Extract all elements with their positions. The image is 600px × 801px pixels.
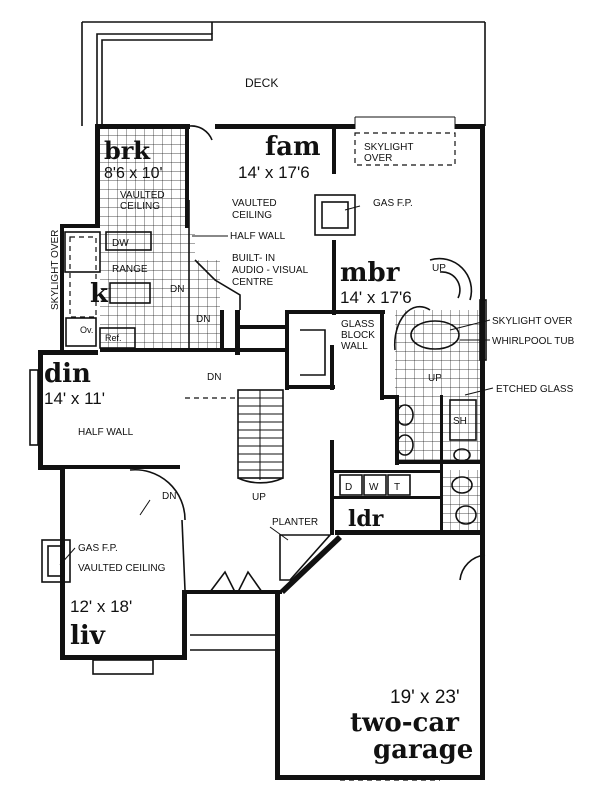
direction-arrows xyxy=(59,205,494,566)
built-in-2: AUDIO - VISUAL xyxy=(232,265,309,276)
gas-fp-liv: GAS F.P. xyxy=(78,543,118,554)
half-wall-din: HALF WALL xyxy=(78,427,134,438)
mbr-size: 14' x 17'6 xyxy=(340,288,412,307)
k-name: k xyxy=(90,279,109,309)
tiled-floors xyxy=(100,128,480,532)
planter-label: PLANTER xyxy=(272,517,318,528)
liv-name: liv xyxy=(70,621,106,651)
up-bath: UP xyxy=(428,373,442,384)
half-wall-fam: HALF WALL xyxy=(230,231,286,242)
laundry-w: W xyxy=(369,482,379,493)
interior-walls xyxy=(60,128,480,535)
main-stairs xyxy=(237,389,284,484)
garage-size: 19' x 23' xyxy=(390,687,460,708)
dw-label: DW xyxy=(112,238,129,249)
laundry-t: T xyxy=(394,482,400,493)
ldr-name: ldr xyxy=(348,506,384,532)
dn-kitchen: DN xyxy=(170,284,184,295)
skylight-side: SKYLIGHT OVER xyxy=(50,230,61,310)
brk-size: 8'6 x 10' xyxy=(104,165,163,182)
skylight-bath: SKYLIGHT OVER xyxy=(492,316,572,327)
garage-name-2: garage xyxy=(373,735,473,765)
din-size: 14' x 11' xyxy=(44,389,105,408)
glass-block-1: GLASS xyxy=(341,319,375,330)
deck xyxy=(81,21,486,126)
dn-liv: DN xyxy=(162,491,176,502)
up-mbr: UP xyxy=(432,263,446,274)
ov-label: Ov. xyxy=(80,325,93,335)
garage-name-1: two-car xyxy=(350,708,459,738)
fam-size: 14' x 17'6 xyxy=(238,163,310,182)
din-name: din xyxy=(44,359,91,389)
glass-block-2: BLOCK xyxy=(341,330,375,341)
laundry-d: D xyxy=(345,482,352,493)
skylight-mbr-1: SKYLIGHT xyxy=(364,142,413,153)
vaulted-liv: VAULTED CEILING xyxy=(78,563,166,574)
vaulted-fam-1: VAULTED xyxy=(232,198,277,209)
mbr-name: mbr xyxy=(340,258,400,288)
dn-stair: DN xyxy=(207,372,221,383)
ref-label: Ref. xyxy=(105,333,122,343)
dn-hall: DN xyxy=(196,314,210,325)
plan-notes: SKYLIGHT OVER VAULTED CEILING VAULTED CE… xyxy=(50,142,575,574)
range-label: RANGE xyxy=(112,264,148,275)
whirlpool-tub: WHIRLPOOL TUB xyxy=(492,336,575,347)
skylight-mbr-2: OVER xyxy=(364,153,392,164)
deck-label: DECK xyxy=(245,76,278,90)
liv-size: 12' x 18' xyxy=(70,597,132,616)
vaulted-brk-2: CEILING xyxy=(120,201,160,212)
vaulted-brk-1: VAULTED xyxy=(120,190,165,201)
built-in-1: BUILT- IN xyxy=(232,253,275,264)
vaulted-fam-2: CEILING xyxy=(232,210,272,221)
built-in-3: CENTRE xyxy=(232,277,273,288)
fam-name: fam xyxy=(265,132,321,162)
sh-label: SH xyxy=(453,416,467,427)
gas-fp-fam: GAS F.P. xyxy=(373,198,413,209)
etched-glass: ETCHED GLASS xyxy=(496,384,574,395)
up-stair: UP xyxy=(252,492,266,503)
glass-block-3: WALL xyxy=(341,341,368,352)
brk-name: brk xyxy=(104,136,151,165)
fine-details xyxy=(29,116,487,781)
exterior-walls xyxy=(38,124,485,780)
room-labels: DECK brk 8'6 x 10' fam 14' x 17'6 mbr 14… xyxy=(44,76,473,765)
